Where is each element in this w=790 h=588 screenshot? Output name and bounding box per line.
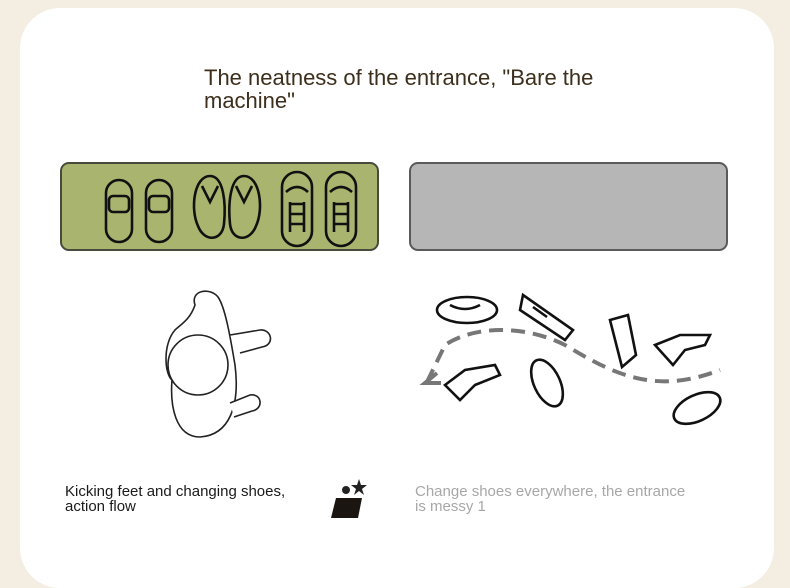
right-caption-line2: is messy 1 — [415, 498, 486, 515]
left-caption-line1: Kicking feet and changing shoes, — [65, 483, 286, 500]
scattered-shoes-icon — [419, 292, 722, 426]
person-top-view-icon — [165, 290, 272, 438]
person-star-icon — [331, 479, 367, 518]
tidy-shoe-mat — [60, 162, 379, 251]
right-caption-line1: Change shoes everywhere, the entrance — [415, 483, 686, 500]
left-caption-line2: action flow — [65, 498, 136, 515]
left-caption: Kicking feet and changing shoes, action … — [65, 484, 285, 514]
right-caption: Change shoes everywhere, the entrance is… — [415, 484, 685, 514]
messy-shoe-mat — [409, 162, 728, 251]
neat-shoes-icon — [104, 170, 358, 248]
content-card — [20, 8, 774, 588]
page-title: The neatness of the entrance, "Bare the … — [204, 65, 594, 113]
